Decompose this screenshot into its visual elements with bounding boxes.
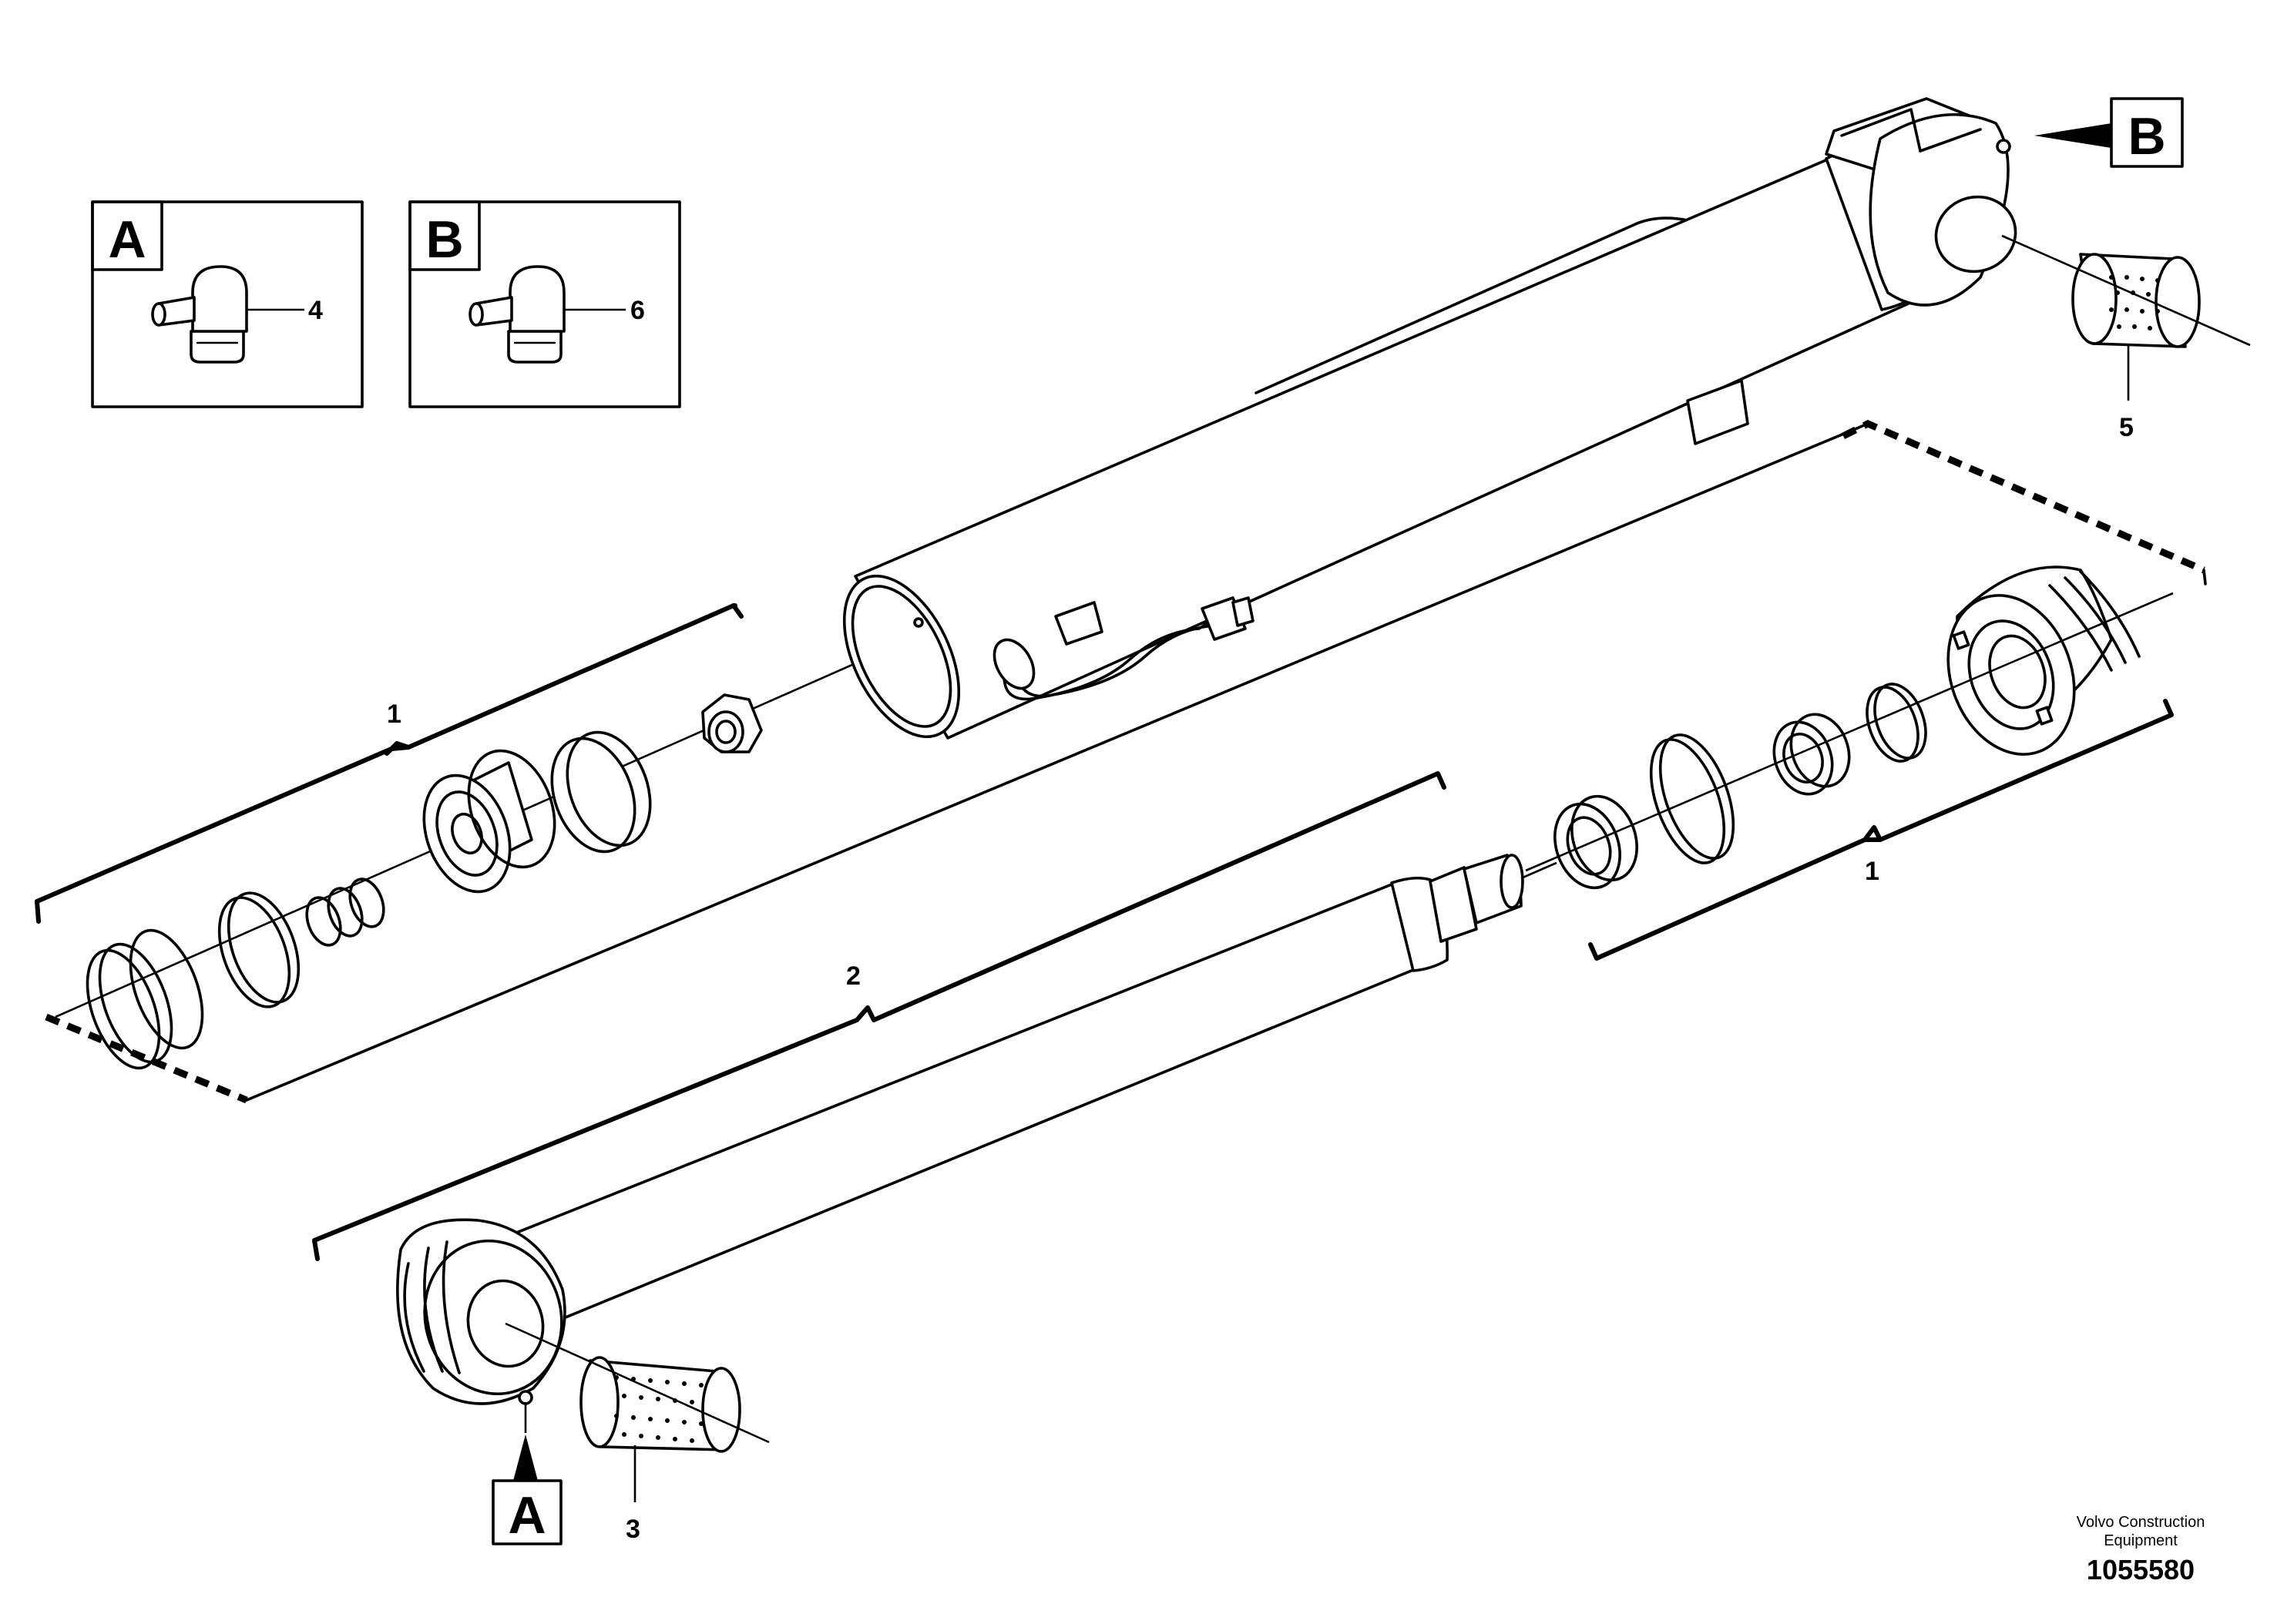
callout-4: 4	[308, 296, 323, 325]
brace-item-1-right: 1	[1588, 699, 2174, 961]
marker-b-letter: B	[2128, 107, 2165, 166]
grease-nipple-icon	[151, 265, 248, 364]
marker-b-arrow-icon	[2034, 123, 2111, 148]
drawing-footer: Volvo Construction Equipment 1055580	[2077, 1514, 2205, 1585]
marker-a: A	[492, 1402, 563, 1545]
bushing-3: 3	[505, 1322, 770, 1544]
bushing-5: 5	[2001, 234, 2251, 442]
marker-a-letter: A	[508, 1486, 546, 1545]
dashed-outline-right	[1841, 420, 2207, 586]
cylinder-barrel	[842, 97, 2017, 740]
callout-2: 2	[846, 961, 861, 991]
company-name-line2: Equipment	[2104, 1532, 2178, 1549]
seal-kit-left	[55, 663, 855, 1070]
piston-rod	[396, 854, 1557, 1405]
brace-item-2: 2	[312, 771, 1446, 1261]
company-name-line1: Volvo Construction	[2077, 1514, 2205, 1531]
detail-box-b: B 6	[408, 200, 681, 408]
callout-3: 3	[626, 1515, 640, 1544]
callout-6: 6	[630, 296, 645, 325]
seal-kit-right	[1525, 565, 2174, 890]
drawing-number: 1055580	[2087, 1554, 2195, 1585]
detail-box-a-letter: A	[108, 210, 146, 269]
dashed-outline-left	[45, 422, 1869, 1104]
brace-item-1-left: 1	[35, 603, 744, 924]
detail-box-a: A 4	[91, 200, 364, 408]
callout-1-left: 1	[387, 700, 401, 729]
detail-box-b-letter: B	[425, 210, 463, 269]
callout-1-right: 1	[1865, 857, 1879, 886]
grease-nipple-elbow-icon	[469, 265, 566, 364]
callout-5: 5	[2119, 413, 2134, 442]
marker-b: B	[2034, 97, 2184, 168]
marker-a-arrow-icon	[513, 1434, 538, 1481]
